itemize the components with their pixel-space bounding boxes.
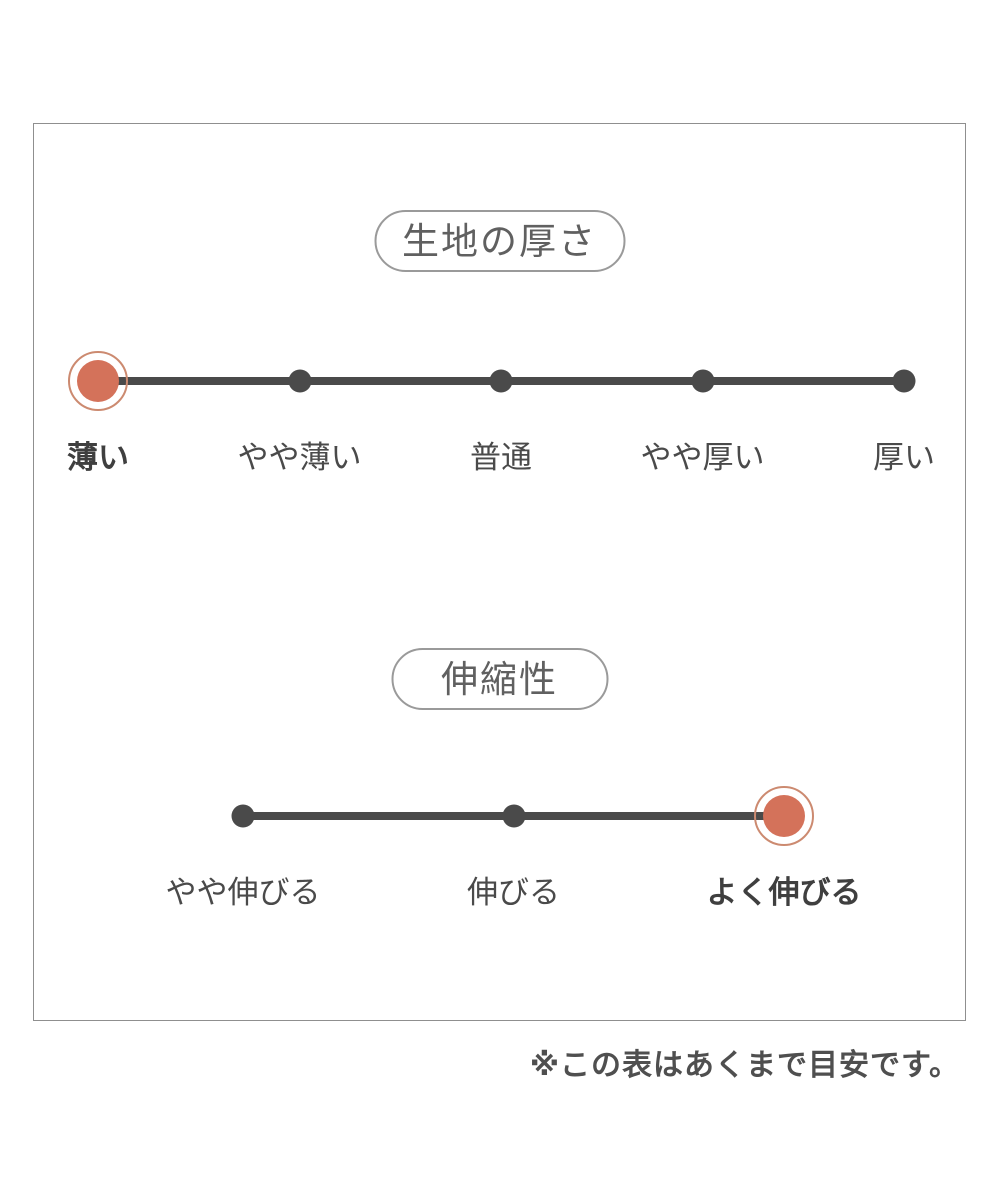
scale-label: やや薄い bbox=[237, 440, 362, 475]
selected-scale-dot bbox=[754, 786, 814, 846]
scale-dot bbox=[691, 369, 714, 393]
scale-label: 薄い bbox=[67, 440, 129, 475]
selected-scale-dot bbox=[68, 351, 128, 411]
thickness-title-pill: 生地の厚さ bbox=[374, 210, 625, 272]
scale-label: 普通 bbox=[470, 440, 532, 475]
scale-dot bbox=[502, 804, 525, 828]
scale-dot bbox=[892, 369, 916, 393]
spec-panel: 生地の厚さ 薄い やや薄い 普通 やや厚い 厚い 伸縮性 やや伸びる 伸びる よく伸びる bbox=[33, 123, 966, 1021]
scale-label: よく伸びる bbox=[706, 875, 862, 910]
scale-dot bbox=[231, 804, 255, 828]
scale-label: やや伸びる bbox=[165, 875, 321, 910]
scale-dot bbox=[288, 369, 311, 393]
thickness-title: 生地の厚さ bbox=[402, 220, 597, 262]
disclaimer-note: ※この表はあくまで目安です。 bbox=[529, 1049, 960, 1082]
scale-label: やや厚い bbox=[640, 440, 765, 475]
scale-dot bbox=[489, 369, 513, 393]
stretch-title-pill: 伸縮性 bbox=[391, 648, 608, 710]
stretch-title: 伸縮性 bbox=[441, 658, 558, 700]
scale-label: 厚い bbox=[873, 440, 935, 475]
scale-label: 伸びる bbox=[467, 875, 560, 910]
